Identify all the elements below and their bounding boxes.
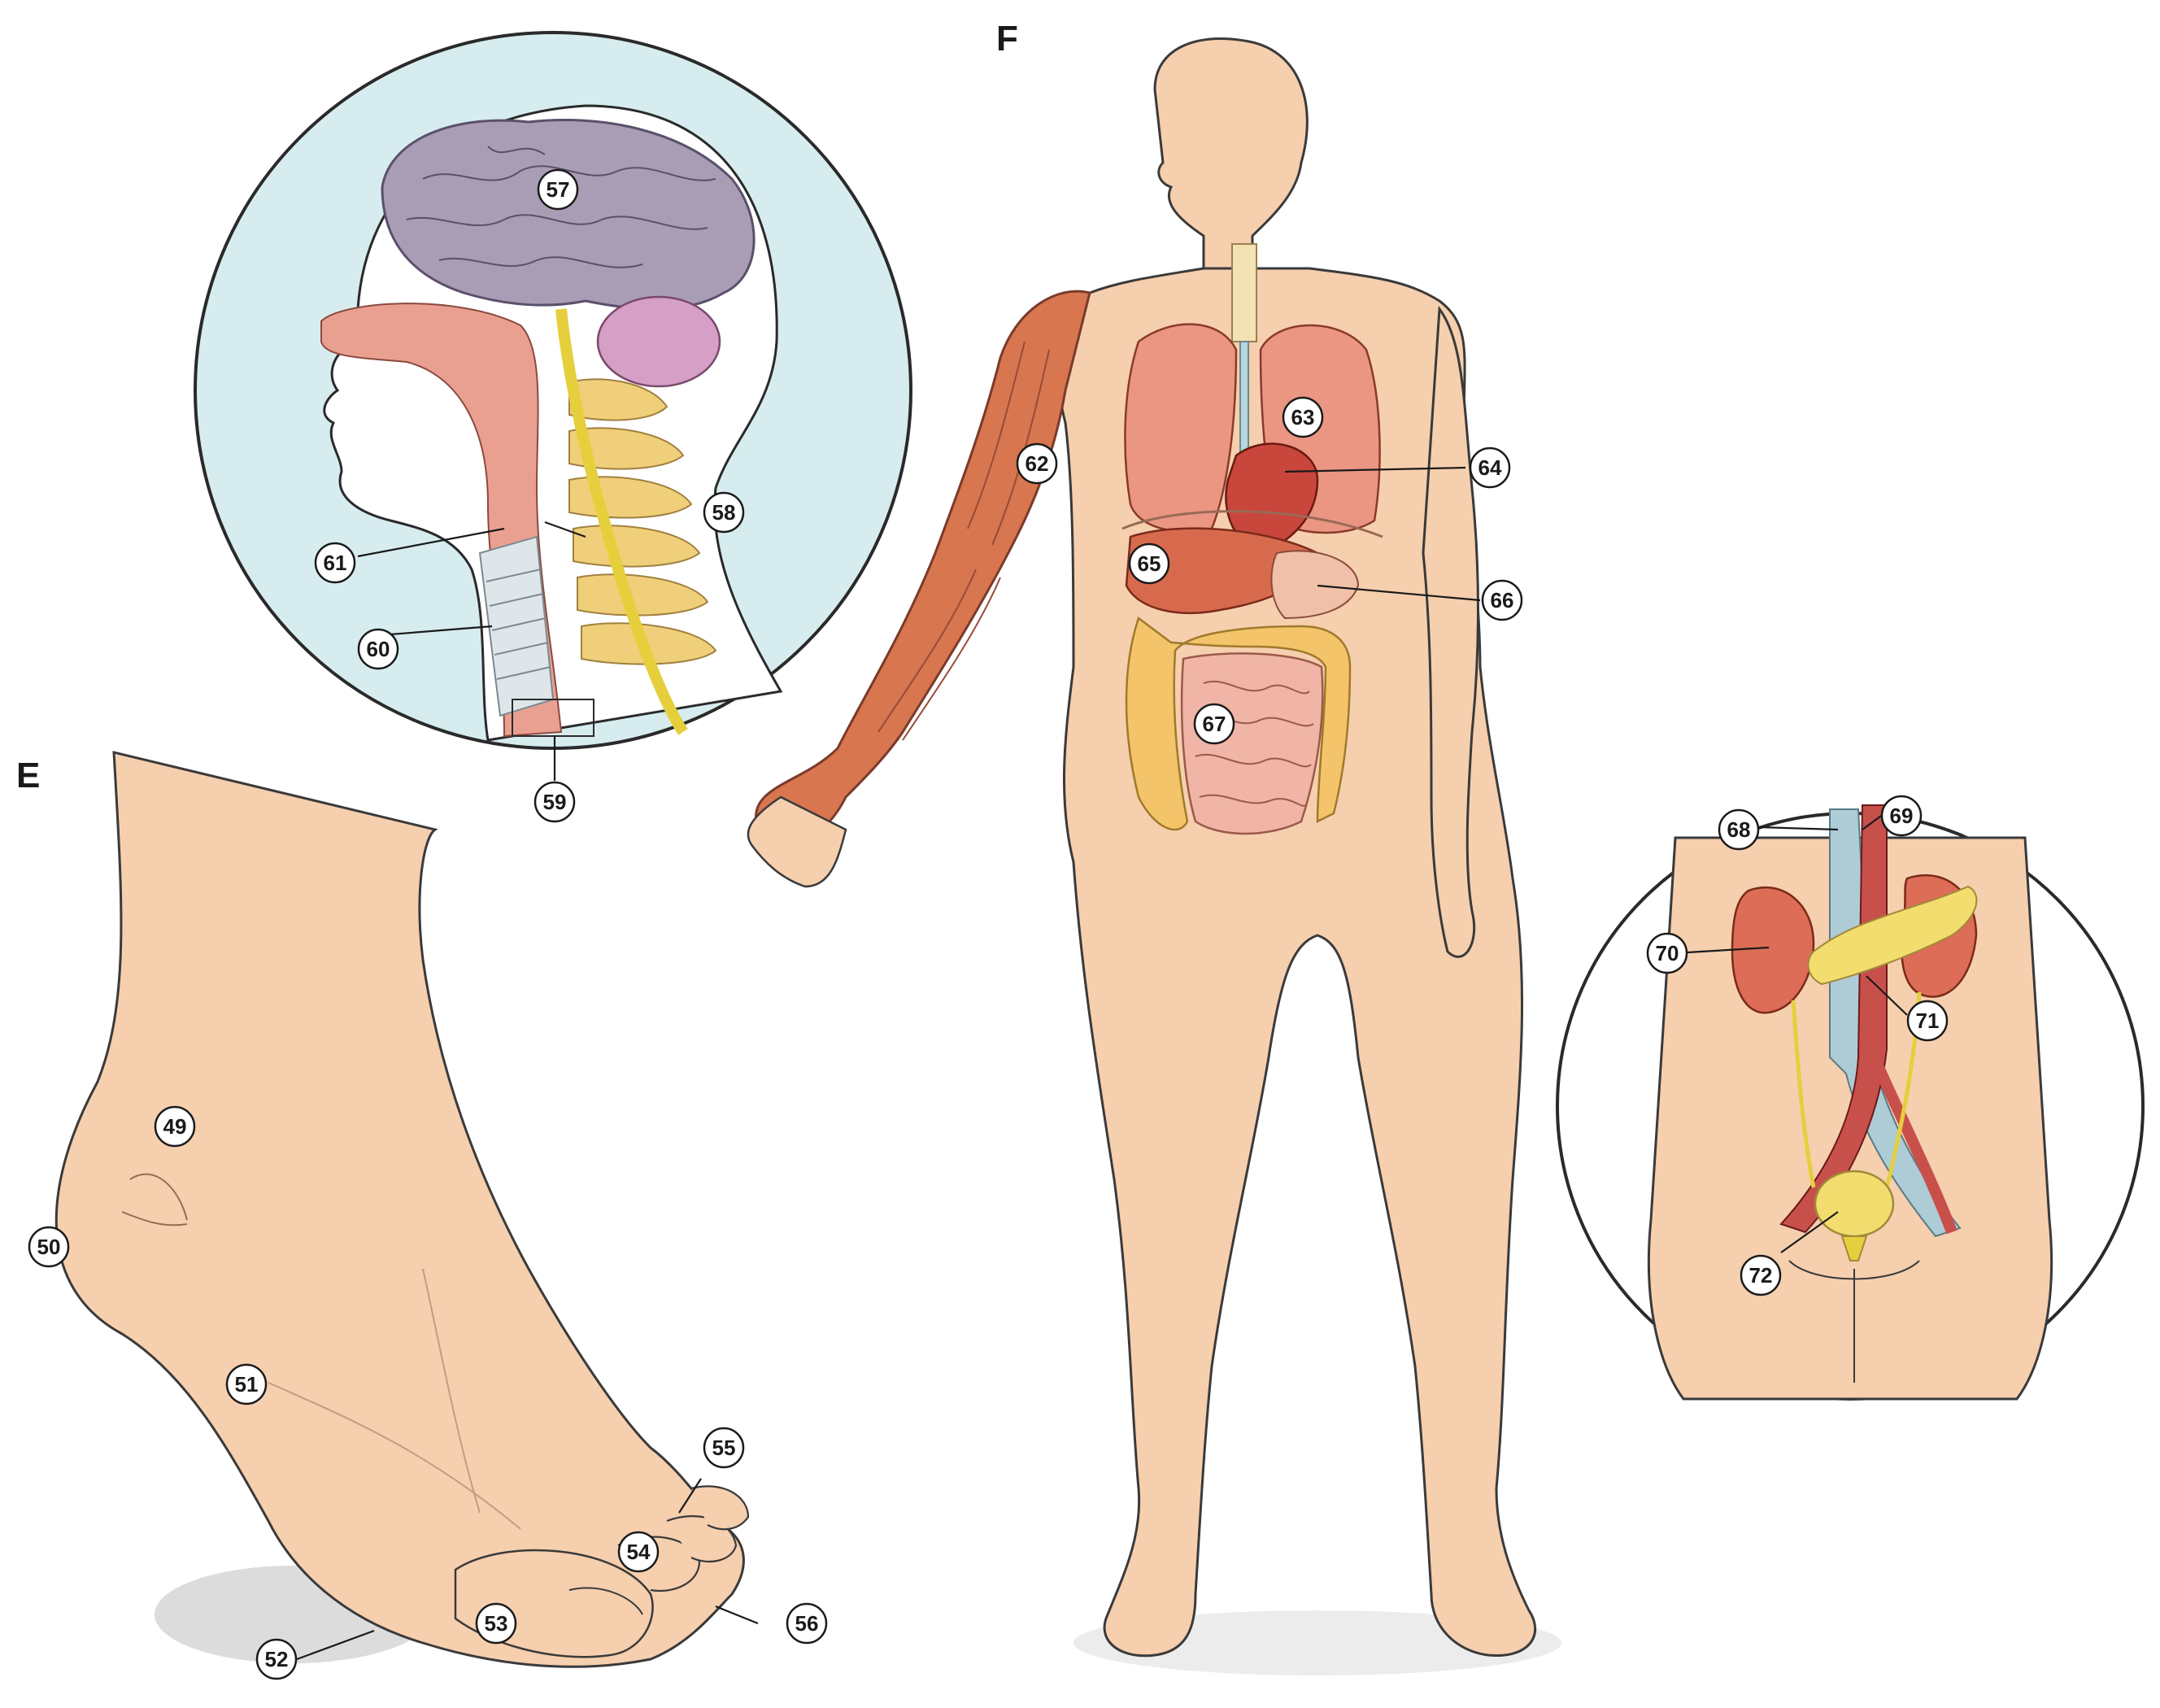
callout-50: 50 — [29, 1227, 68, 1266]
callout-54-text: 54 — [627, 1540, 651, 1564]
callout-55: 55 — [704, 1428, 743, 1467]
callout-59-text: 59 — [543, 790, 567, 814]
callout-52: 52 — [257, 1640, 296, 1679]
callout-63: 63 — [1283, 398, 1322, 437]
callout-63-text: 63 — [1291, 405, 1315, 429]
foot-illustration — [56, 752, 748, 1667]
callout-53-text: 53 — [485, 1611, 508, 1636]
callout-62: 62 — [1017, 444, 1056, 483]
callout-58-text: 58 — [712, 500, 736, 525]
callout-72: 72 — [1741, 1256, 1780, 1295]
aorta-vessel — [1240, 342, 1248, 455]
callout-59: 59 — [535, 782, 574, 821]
callout-58: 58 — [704, 493, 743, 532]
callout-60-text: 60 — [367, 637, 390, 661]
callout-61: 61 — [316, 543, 355, 582]
callout-55-text: 55 — [712, 1436, 736, 1460]
callout-64-text: 64 — [1478, 455, 1502, 480]
callout-53: 53 — [477, 1604, 516, 1643]
small-intestine — [1182, 653, 1322, 834]
callout-66-text: 66 — [1491, 588, 1514, 612]
callout-54: 54 — [619, 1532, 658, 1571]
callout-57: 57 — [538, 170, 577, 209]
callout-67: 67 — [1195, 704, 1234, 743]
body-head — [1155, 39, 1307, 269]
callout-60: 60 — [359, 630, 398, 669]
head-inset — [195, 33, 911, 748]
trachea — [1232, 244, 1256, 342]
callout-68-text: 68 — [1727, 817, 1751, 842]
callout-61-text: 61 — [324, 551, 347, 575]
kidney-inset — [1557, 805, 2143, 1399]
bladder — [1815, 1171, 1893, 1236]
callout-52-text: 52 — [265, 1647, 289, 1671]
cerebellum — [598, 297, 720, 386]
callout-70: 70 — [1648, 934, 1687, 973]
callout-64: 64 — [1470, 448, 1509, 487]
callout-69: 69 — [1882, 796, 1921, 835]
callout-69-text: 69 — [1890, 804, 1914, 828]
callout-50-text: 50 — [37, 1235, 61, 1259]
callout-65-text: 65 — [1138, 551, 1161, 576]
callout-57-text: 57 — [547, 177, 570, 202]
callout-56: 56 — [787, 1604, 826, 1643]
callout-51-text: 51 — [235, 1372, 259, 1396]
right-lung — [1125, 325, 1236, 532]
section-f-label: F — [996, 19, 1018, 59]
foot-outline — [56, 752, 743, 1667]
callout-68: 68 — [1719, 810, 1758, 849]
callout-49-text: 49 — [163, 1114, 187, 1139]
callout-49: 49 — [155, 1107, 194, 1146]
section-e-label: E — [16, 756, 40, 795]
callout-70-text: 70 — [1656, 941, 1679, 965]
callout-71: 71 — [1908, 1001, 1947, 1040]
callout-66: 66 — [1483, 581, 1522, 620]
callout-71-text: 71 — [1916, 1009, 1940, 1033]
callout-56-text: 56 — [795, 1611, 819, 1636]
callout-72-text: 72 — [1749, 1263, 1773, 1288]
callout-67-text: 67 — [1203, 712, 1226, 736]
callout-62-text: 62 — [1026, 451, 1049, 476]
callout-65: 65 — [1130, 544, 1169, 583]
callout-51: 51 — [227, 1365, 266, 1404]
